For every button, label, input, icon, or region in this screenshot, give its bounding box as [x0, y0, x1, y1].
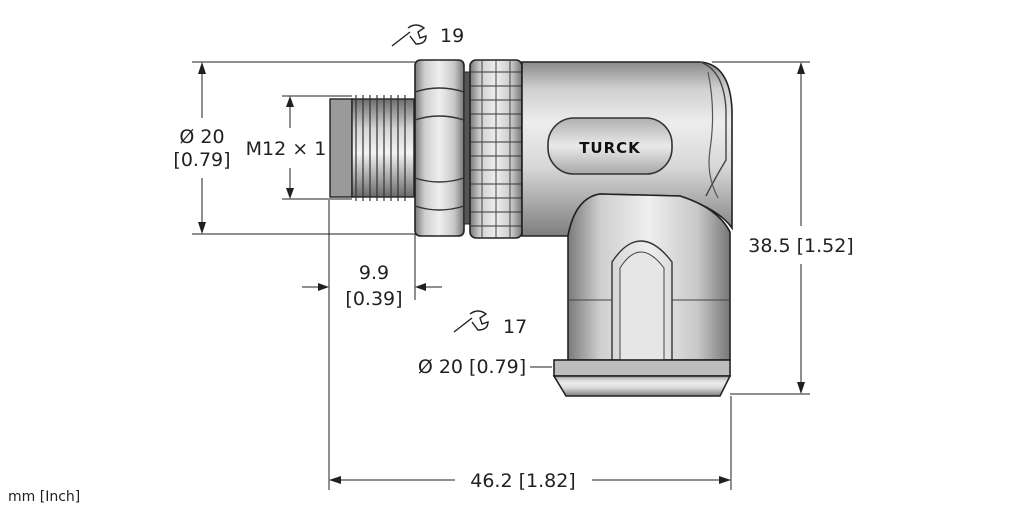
- cable-diameter-label: Ø 20 [0.79]: [418, 356, 526, 378]
- brand-label-recess: [547, 117, 673, 175]
- brand-logo-text: TURCK: [579, 139, 641, 157]
- wrench-icon: [391, 24, 427, 47]
- width-label: 46.2 [1.82]: [470, 470, 575, 492]
- wrench-icon: [453, 310, 489, 333]
- wrench-size-bottom: 17: [503, 316, 527, 338]
- wrench-size-top: 19: [440, 25, 464, 47]
- diameter-inch-label: [0.79]: [173, 149, 230, 171]
- connector-body: TURCK: [329, 59, 733, 397]
- diameter-label: Ø 20: [179, 126, 224, 148]
- units-label: mm [Inch]: [8, 489, 80, 505]
- thread-length-inch-label: [0.39]: [345, 288, 402, 310]
- thread-label: M12 × 1: [246, 138, 327, 160]
- thread-length-label: 9.9: [359, 262, 389, 284]
- height-label: 38.5 [1.52]: [748, 235, 853, 257]
- dimension-lines: [192, 61, 810, 490]
